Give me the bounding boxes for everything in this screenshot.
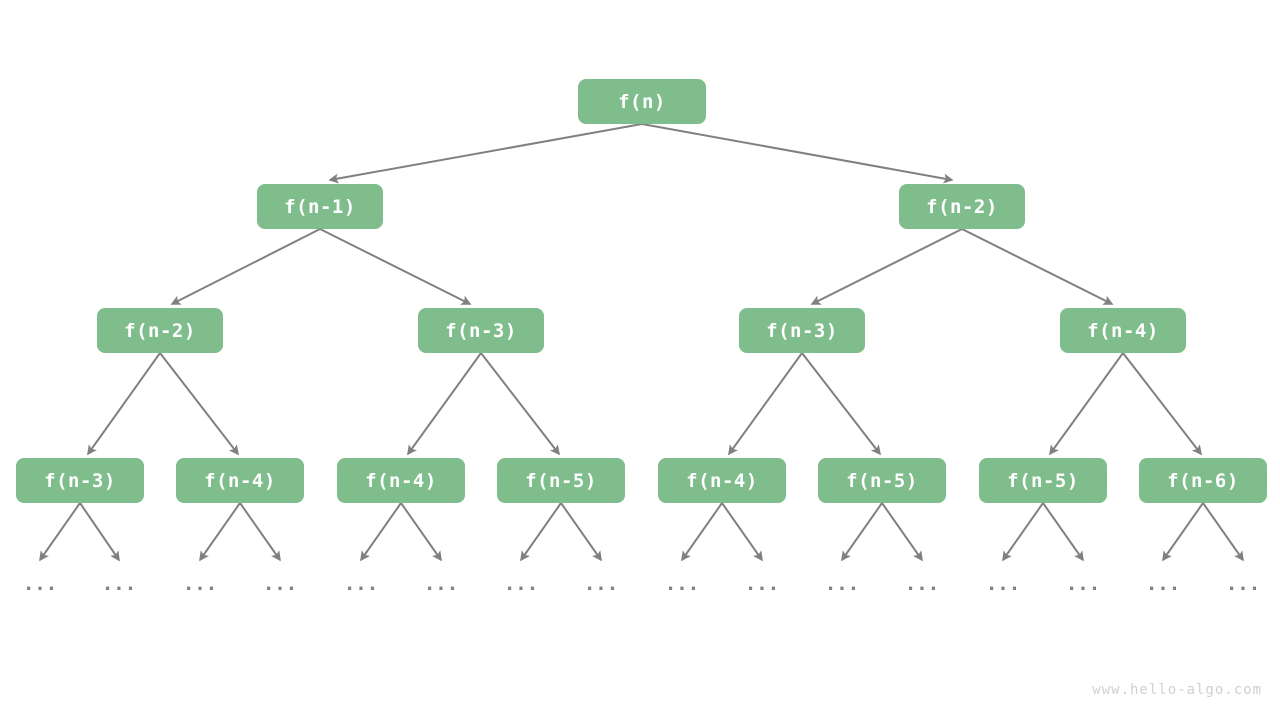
tree-edge <box>1049 352 1124 456</box>
tree-edge <box>79 502 120 562</box>
tree-edge <box>1202 502 1244 562</box>
tree-edge <box>641 123 954 184</box>
ellipsis-marker: ... <box>1145 573 1181 595</box>
ellipsis-marker: ... <box>904 573 940 595</box>
tree-edge <box>319 228 472 305</box>
tree-edge <box>801 352 881 456</box>
tree-edge <box>1162 502 1204 562</box>
tree-edge <box>721 502 763 562</box>
tree-edge <box>520 502 562 562</box>
tree-edge <box>1002 502 1044 562</box>
tree-edge <box>1122 352 1202 456</box>
tree-node: f(n-3) <box>739 308 865 353</box>
tree-node: f(n-4) <box>337 458 465 503</box>
tree-edge <box>360 502 402 562</box>
ellipsis-marker: ... <box>744 573 780 595</box>
tree-node: f(n-4) <box>1060 308 1186 353</box>
tree-node: f(n-4) <box>658 458 786 503</box>
tree-edge <box>480 352 560 456</box>
ellipsis-marker: ... <box>664 573 700 595</box>
tree-node: f(n-6) <box>1139 458 1267 503</box>
ellipsis-marker: ... <box>503 573 539 595</box>
tree-edge <box>728 352 803 456</box>
tree-edge <box>400 502 442 562</box>
tree-edge <box>159 352 239 456</box>
ellipsis-marker: ... <box>343 573 379 595</box>
tree-edge <box>961 228 1114 305</box>
tree-edge <box>239 502 281 562</box>
tree-edge <box>87 352 161 456</box>
tree-node: f(n-5) <box>497 458 625 503</box>
tree-edge <box>1042 502 1084 562</box>
tree-edge <box>841 502 883 562</box>
tree-node: f(n-4) <box>176 458 304 503</box>
ellipsis-marker: ... <box>182 573 218 595</box>
tree-edge <box>39 502 81 562</box>
tree-node: f(n) <box>578 79 706 124</box>
tree-edge <box>810 228 963 305</box>
tree-edge <box>560 502 602 562</box>
tree-node: f(n-3) <box>418 308 544 353</box>
tree-node: f(n-5) <box>979 458 1107 503</box>
tree-edge <box>681 502 723 562</box>
tree-node: f(n-5) <box>818 458 946 503</box>
ellipsis-marker: ... <box>101 573 137 595</box>
tree-edge <box>328 123 643 184</box>
tree-edge <box>881 502 923 562</box>
ellipsis-marker: ... <box>1065 573 1101 595</box>
ellipsis-marker: ... <box>262 573 298 595</box>
tree-node: f(n-3) <box>16 458 144 503</box>
ellipsis-marker: ... <box>22 573 58 595</box>
tree-node: f(n-2) <box>97 308 223 353</box>
tree-edge <box>170 228 321 305</box>
ellipsis-marker: ... <box>583 573 619 595</box>
watermark: www.hello-algo.com <box>1092 682 1262 698</box>
ellipsis-marker: ... <box>423 573 459 595</box>
tree-node: f(n-2) <box>899 184 1025 229</box>
ellipsis-marker: ... <box>1225 573 1261 595</box>
tree-edge <box>199 502 241 562</box>
tree-node: f(n-1) <box>257 184 383 229</box>
ellipsis-marker: ... <box>985 573 1021 595</box>
ellipsis-marker: ... <box>824 573 860 595</box>
tree-edge <box>407 352 482 456</box>
